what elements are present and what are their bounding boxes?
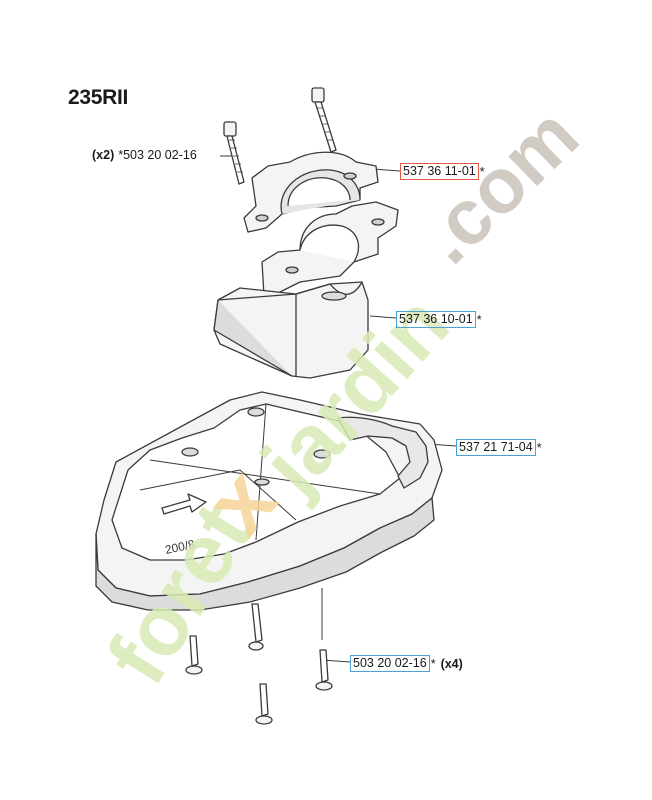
callout-lower-clamp-suffix: * bbox=[476, 312, 482, 327]
callout-guard-suffix: * bbox=[536, 440, 542, 455]
callout-bottom-screws-suffix: * bbox=[430, 656, 436, 671]
callout-guard[interactable]: 537 21 71-04 * bbox=[456, 439, 542, 456]
lower-clamp-part bbox=[213, 201, 399, 379]
page-title: 235RII bbox=[68, 86, 129, 109]
top-screw-left bbox=[223, 121, 245, 185]
top-screw-right bbox=[311, 87, 337, 153]
bottom-screw-2 bbox=[315, 649, 333, 691]
guard-marking: 200/8 bbox=[164, 537, 197, 557]
part-number-guard[interactable]: 537 21 71-04 bbox=[456, 439, 536, 456]
callout-bottom-screws-qty: (x4) bbox=[440, 656, 463, 671]
bottom-screw-4 bbox=[255, 683, 273, 725]
part-number-upper-clamp[interactable]: 537 36 11-01 bbox=[400, 163, 479, 180]
guard-part bbox=[95, 391, 443, 611]
upper-clamp-part bbox=[243, 151, 379, 233]
bottom-screw-3 bbox=[185, 635, 203, 675]
callout-upper-clamp[interactable]: 537 36 11-01 * bbox=[400, 163, 485, 180]
callout-top-screws: (x2) *503 20 02-16 bbox=[92, 148, 197, 162]
callout-upper-clamp-suffix: * bbox=[479, 164, 485, 179]
callout-lower-clamp[interactable]: 537 36 10-01 * bbox=[396, 311, 482, 328]
callout-top-screws-part: *503 20 02-16 bbox=[118, 148, 197, 162]
bottom-screw-1 bbox=[248, 603, 264, 651]
part-number-lower-clamp[interactable]: 537 36 10-01 bbox=[396, 311, 476, 328]
callout-top-screws-qty: (x2) bbox=[92, 148, 115, 162]
callout-bottom-screws[interactable]: 503 20 02-16 * (x4) bbox=[350, 655, 463, 672]
part-number-bottom-screws[interactable]: 503 20 02-16 bbox=[350, 655, 430, 672]
